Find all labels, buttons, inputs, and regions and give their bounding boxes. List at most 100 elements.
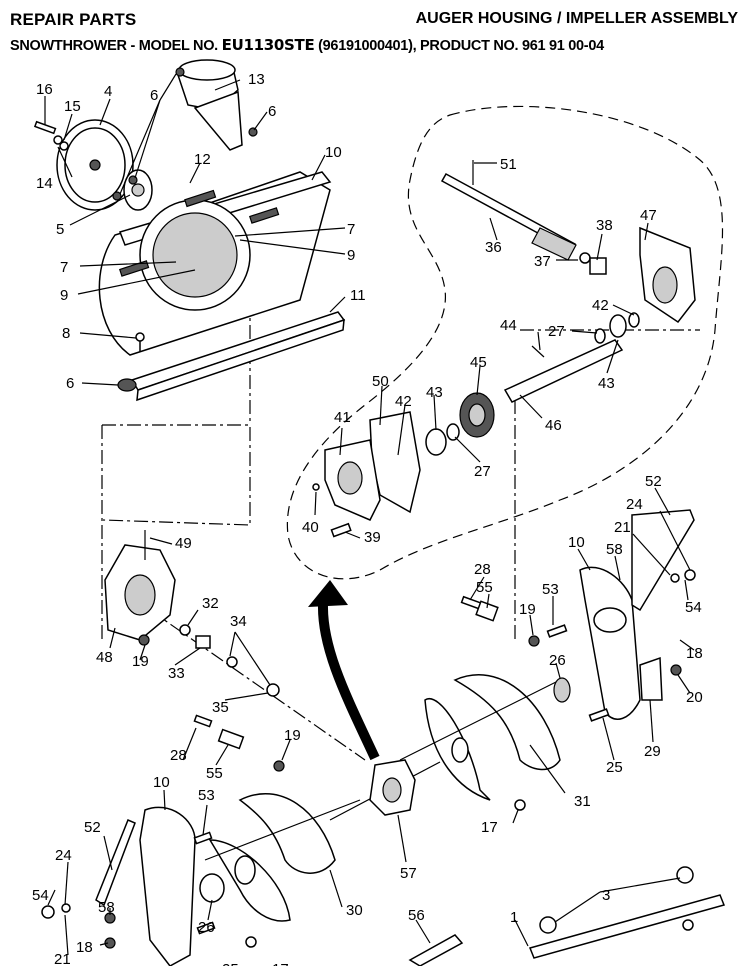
callout-4: 4 <box>104 83 112 100</box>
direction-arrow <box>308 580 380 761</box>
callout-1: 1 <box>510 909 518 926</box>
callout-20: 20 <box>686 689 703 706</box>
callout-52: 52 <box>84 819 101 836</box>
callout-13: 13 <box>248 71 265 88</box>
callout-27: 27 <box>474 463 491 480</box>
callout-27: 27 <box>548 323 565 340</box>
callout-6: 6 <box>150 87 158 104</box>
callout-25: 25 <box>222 961 239 966</box>
callout-5: 5 <box>56 221 64 238</box>
callout-12: 12 <box>194 151 211 168</box>
left-auger <box>204 793 361 922</box>
gearcase-detail-boundary <box>286 105 724 580</box>
callout-52: 52 <box>645 473 662 490</box>
callout-6: 6 <box>66 375 74 392</box>
callout-36: 36 <box>485 239 502 256</box>
auger-housing <box>98 171 332 356</box>
callout-24: 24 <box>55 847 72 864</box>
callout-31: 31 <box>574 793 591 810</box>
callout-47: 47 <box>640 207 657 224</box>
worm-gear <box>459 392 495 438</box>
callout-7: 7 <box>347 221 355 238</box>
callout-26: 26 <box>549 652 566 669</box>
callout-3: 3 <box>602 887 610 904</box>
gear-case-assembly <box>329 759 441 821</box>
callout-45: 45 <box>470 354 487 371</box>
callout-19: 19 <box>132 653 149 670</box>
callout-39: 39 <box>364 529 381 546</box>
page-title: REPAIR PARTS <box>10 10 137 29</box>
gear-housing-left <box>312 411 421 538</box>
callout-38: 38 <box>596 217 613 234</box>
model-number: EU1130STE <box>221 36 315 54</box>
callout-18: 18 <box>76 939 93 956</box>
callout-48: 48 <box>96 649 113 666</box>
callout-9: 9 <box>347 247 355 264</box>
callout-44: 44 <box>500 317 517 334</box>
callout-16: 16 <box>36 81 53 98</box>
callout-11: 11 <box>350 287 366 304</box>
callout-15: 15 <box>64 98 81 115</box>
callout-34: 34 <box>230 613 247 630</box>
callout-54: 54 <box>685 599 702 616</box>
right-auger <box>399 674 561 801</box>
callout-21: 21 <box>614 519 631 536</box>
callout-56: 56 <box>408 907 425 924</box>
callout-29: 29 <box>644 743 661 760</box>
callout-55: 55 <box>206 765 223 782</box>
chute-base <box>177 59 243 151</box>
callout-10: 10 <box>568 534 585 551</box>
callout-25: 25 <box>606 759 623 776</box>
scraper-bar <box>130 311 346 402</box>
callout-42: 42 <box>592 297 609 314</box>
callout-50: 50 <box>372 373 389 390</box>
callout-46: 46 <box>545 417 562 434</box>
worm-shaft <box>440 160 607 275</box>
callout-49: 49 <box>175 535 192 552</box>
callout-28: 28 <box>170 747 187 764</box>
gear-housing-right <box>639 226 696 324</box>
callout-24: 24 <box>626 496 643 513</box>
callout-9: 9 <box>60 287 68 304</box>
callout-57: 57 <box>400 865 417 882</box>
callout-42: 42 <box>395 393 412 410</box>
callout-58: 58 <box>98 899 115 916</box>
callout-6: 6 <box>268 103 276 120</box>
callout-53: 53 <box>542 581 559 598</box>
auger-housing-side-right <box>553 509 696 720</box>
callout-17: 17 <box>272 961 289 966</box>
callout-43: 43 <box>598 375 615 392</box>
callout-32: 32 <box>202 595 219 612</box>
callout-7: 7 <box>60 259 68 276</box>
callout-43: 43 <box>426 384 443 401</box>
callout-53: 53 <box>198 787 215 804</box>
callout-54: 54 <box>32 887 49 904</box>
subtitle-prefix: SNOWTHROWER - MODEL NO. <box>10 38 222 54</box>
auger-housing-side-left <box>41 806 257 966</box>
skid-shoes <box>408 866 726 966</box>
callout-55: 55 <box>476 579 493 596</box>
callout-33: 33 <box>168 665 185 682</box>
callout-58: 58 <box>606 541 623 558</box>
hardware-top <box>33 67 258 392</box>
callout-26: 26 <box>198 919 215 936</box>
callout-40: 40 <box>302 519 319 536</box>
subtitle-suffix: (96191000401), PRODUCT NO. 961 91 00-04 <box>314 38 604 54</box>
bearing-housing-left <box>104 530 280 697</box>
callout-10: 10 <box>325 144 342 161</box>
auger-shaft <box>503 312 640 403</box>
callout-35: 35 <box>212 699 229 716</box>
alignment-line <box>101 300 251 640</box>
lower-spacers <box>193 714 285 772</box>
model-subtitle: SNOWTHROWER - MODEL NO. EU1130STE (96191… <box>10 36 604 54</box>
callout-28: 28 <box>474 561 491 578</box>
leader-lines <box>44 73 695 956</box>
callout-37: 37 <box>534 253 551 270</box>
callout-14: 14 <box>36 175 53 192</box>
callout-10: 10 <box>153 774 170 791</box>
assembly-title: AUGER HOUSING / IMPELLER ASSEMBLY <box>415 10 738 27</box>
callout-18: 18 <box>686 645 703 662</box>
callout-8: 8 <box>62 325 70 342</box>
callout-19: 19 <box>284 727 301 744</box>
